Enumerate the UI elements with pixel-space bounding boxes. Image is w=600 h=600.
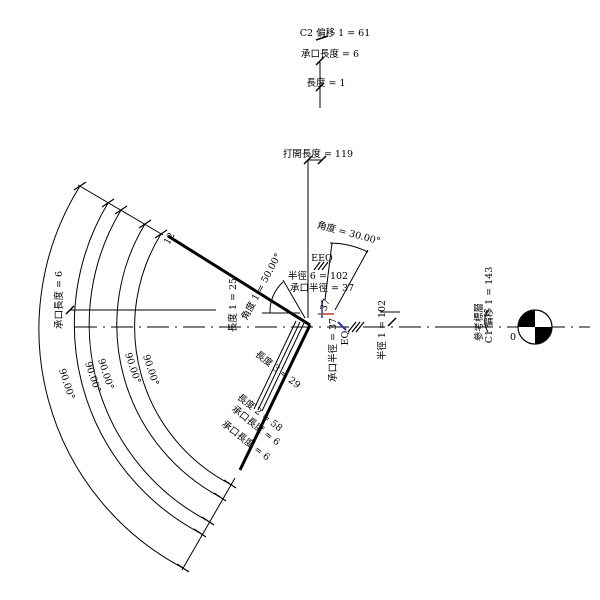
pipe-parallel-lines (253, 320, 305, 412)
c1-offset-label[interactable]: C1 偏移 1 = 143 (483, 267, 495, 344)
radial-witness-bottom (181, 477, 236, 571)
label-12: 12 (162, 231, 178, 247)
eq-right-label[interactable]: EQ (340, 330, 351, 345)
c2-offset-label[interactable]: C2 偏移 1 = 61 (300, 27, 371, 39)
arc-dimension-1[interactable] (38, 185, 184, 569)
angle-30-label[interactable]: 角度 = 30.00° (316, 219, 382, 247)
eq-top-label[interactable]: EEQ (311, 253, 333, 264)
length1-label[interactable]: 長度 1 = 25 (227, 278, 239, 332)
arc-angle-label[interactable]: 90.00° (56, 367, 76, 401)
arc-dimension-4[interactable] (116, 223, 221, 498)
small-37-label: 37 (318, 298, 332, 313)
open-length-label[interactable]: 打開長度 = 119 (283, 148, 353, 160)
reference-level-label[interactable]: 參考標層 (473, 303, 485, 341)
pipe-segment-lower[interactable] (238, 324, 312, 471)
arc-dimension-2[interactable] (73, 202, 201, 534)
socket-radius-label[interactable]: 承口半徑 = 37 (290, 282, 354, 294)
angle1-label[interactable]: 角度 1 = 50.00° (239, 251, 284, 322)
arc-dimensions (38, 181, 237, 573)
arc-dimension-3[interactable] (88, 209, 209, 522)
level-marker[interactable] (517, 309, 553, 345)
elevation-label[interactable]: 0 (510, 332, 516, 343)
angle-50-arc[interactable] (269, 281, 284, 314)
radius6-label[interactable]: 半徑 6 = 102 (288, 270, 348, 282)
angle-30-arc[interactable] (329, 242, 369, 253)
socket-radius-vertical-label[interactable]: 承口半徑 = 37 (327, 318, 339, 382)
socket-length-left-label[interactable]: 承口長度 = 6 (53, 271, 65, 329)
pipe-segment-upper[interactable] (167, 234, 311, 327)
connector-axis-blue-2 (337, 321, 347, 331)
length-top-label[interactable]: 長度 = 1 (306, 77, 345, 89)
socket-length-top-label[interactable]: 承口長度 = 6 (301, 48, 359, 60)
arc-dimension-5[interactable] (134, 233, 231, 485)
radius1-label[interactable]: 半徑 1 = 102 (376, 300, 388, 360)
